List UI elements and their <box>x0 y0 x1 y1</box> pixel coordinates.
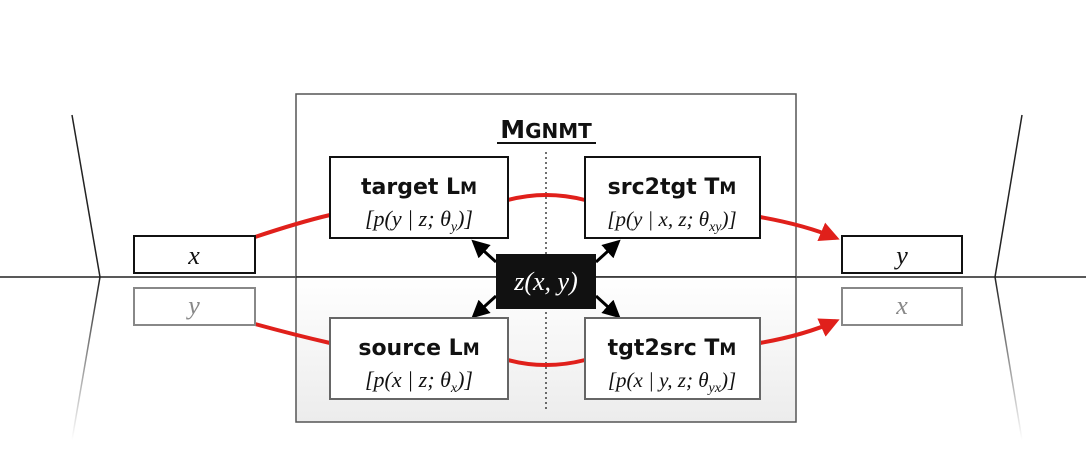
svg-text:x: x <box>895 291 908 320</box>
svg-text:tgt2src TM: tgt2src TM <box>608 336 737 361</box>
latent-z-box: z(x, y) <box>496 254 596 309</box>
svg-text:y: y <box>893 241 908 270</box>
svg-text:source LM: source LM <box>358 336 479 361</box>
arrow-src2tgt-to-y <box>759 215 840 242</box>
svg-text:[p(y | x, z; θxy)]: [p(y | x, z; θxy)] <box>607 207 736 235</box>
src2tgt-tm-box: src2tgt TM [p(y | x, z; θxy)] <box>584 156 761 239</box>
svg-text:[p(y | z; θy)]: [p(y | z; θy)] <box>365 206 473 235</box>
bottom-input-box: y <box>133 287 256 326</box>
latent-label: z(x, y) <box>513 267 578 296</box>
svg-text:[p(x | z; θx)]: [p(x | z; θx)] <box>365 367 473 396</box>
target-lm-box: target LM [p(y | z; θy)] <box>329 156 509 239</box>
svg-text:src2tgt TM: src2tgt TM <box>608 175 737 200</box>
svg-text:x: x <box>187 241 200 270</box>
diagram-title: MGNMT <box>497 115 596 144</box>
svg-text:MGNMT: MGNMT <box>500 115 592 144</box>
svg-text:y: y <box>185 291 200 320</box>
red-flow-arrows <box>254 193 840 367</box>
top-input-box: x <box>133 235 256 274</box>
latent-arrows <box>471 239 621 319</box>
arrow-target-lm-to-src2tgt <box>507 193 586 202</box>
tgt2src-tm-box: tgt2src TM [p(x | y, z; θyx)] <box>584 317 761 400</box>
arrow-x-to-target-lm <box>254 213 331 239</box>
title-main: M <box>500 115 525 144</box>
bottom-output-box: x <box>841 287 963 326</box>
top-output-box: y <box>841 235 963 274</box>
title-rest: GNMT <box>525 119 592 143</box>
source-lm-box: source LM [p(x | z; θx)] <box>329 317 509 400</box>
svg-text:target LM: target LM <box>361 175 477 200</box>
arrow-source-lm-to-tgt2src <box>507 358 586 367</box>
svg-text:[p(x | y, z; θyx)]: [p(x | y, z; θyx)] <box>608 368 736 396</box>
arrow-tgt2src-to-x <box>759 318 840 345</box>
arrow-y-to-source-lm <box>254 322 331 345</box>
